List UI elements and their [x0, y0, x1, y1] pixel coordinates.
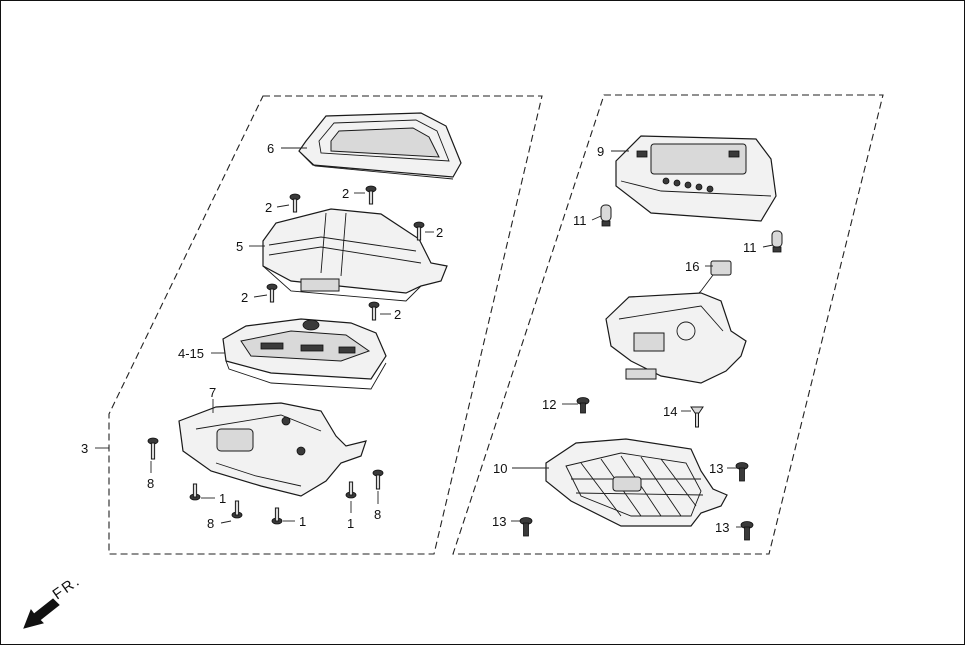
callout-2: 2	[342, 186, 349, 201]
callout-8: 8	[207, 516, 214, 531]
callout-14: 14	[663, 404, 677, 419]
callout-13: 13	[492, 514, 506, 529]
lower-grid-case	[545, 438, 728, 527]
callout-11: 11	[743, 240, 757, 255]
callout-13: 13	[715, 520, 729, 535]
callout-1: 1	[299, 514, 306, 529]
callout-6: 6	[267, 141, 274, 156]
front-direction-arrow	[23, 598, 60, 629]
callout-2: 2	[394, 307, 401, 322]
bulb-left	[600, 204, 612, 227]
callout-12: 12	[542, 397, 556, 412]
callout-2: 2	[265, 200, 272, 215]
clip-part	[690, 406, 704, 428]
callout-7: 7	[209, 385, 216, 400]
left-group-boundary	[108, 95, 543, 555]
callout-13: 13	[709, 461, 723, 476]
display-meter	[615, 135, 777, 222]
upper-case	[262, 208, 448, 302]
callout-1: 1	[219, 491, 226, 506]
callout-8: 8	[374, 507, 381, 522]
callout-2: 2	[436, 225, 443, 240]
bulb-right	[771, 230, 783, 253]
callout-3: 3	[81, 441, 88, 456]
lower-case	[178, 402, 367, 497]
callout-9: 9	[597, 144, 604, 159]
callout-16: 16	[685, 259, 699, 274]
callout-8: 8	[147, 476, 154, 491]
right-group-boundary	[452, 94, 884, 555]
callout-10: 10	[493, 461, 507, 476]
screws-right	[519, 397, 754, 541]
callout-2: 2	[241, 290, 248, 305]
callout-1: 1	[347, 516, 354, 531]
callout-4-15: 4-15	[178, 346, 204, 361]
callout-11: 11	[573, 213, 587, 228]
leader-lines	[95, 147, 774, 528]
front-direction-label: FR.	[50, 572, 84, 603]
meter-housing	[605, 292, 747, 384]
meter-assembly	[222, 318, 387, 390]
screws-left	[147, 185, 425, 525]
callout-5: 5	[236, 239, 243, 254]
meter-cover-frame	[298, 112, 462, 180]
